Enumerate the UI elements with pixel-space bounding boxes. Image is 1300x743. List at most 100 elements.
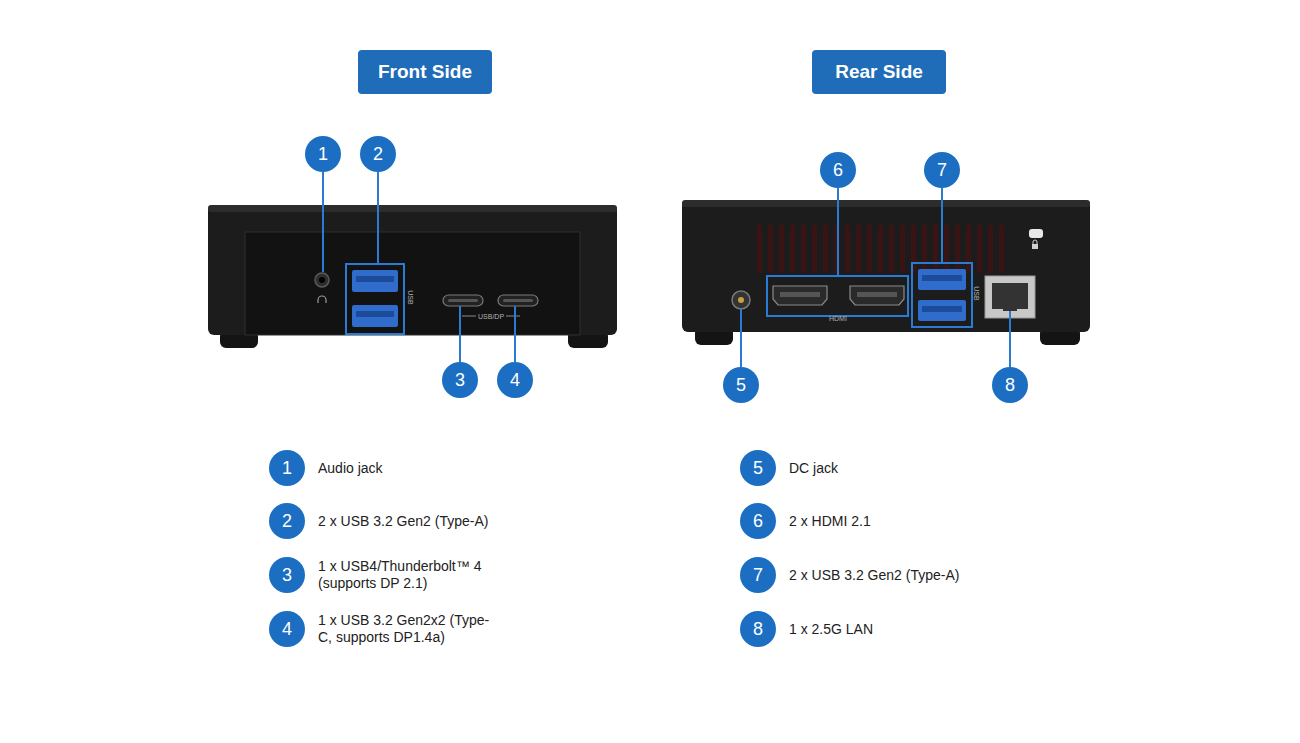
vent-slot bbox=[977, 225, 982, 273]
header-text: Front Side bbox=[378, 61, 472, 83]
callout-number: 7 bbox=[753, 565, 763, 586]
description-row: 2 x HDMI 2.1 bbox=[789, 501, 969, 541]
device-body bbox=[208, 205, 617, 335]
callout-circle: 7 bbox=[924, 152, 960, 188]
dc-jack bbox=[732, 291, 750, 309]
circle-fill bbox=[269, 557, 305, 593]
port-description: 1 x USB4/Thunderbolt™ 4 (supports DP 2.1… bbox=[318, 558, 498, 592]
callout-circle: 1 bbox=[269, 450, 305, 486]
circle-fill bbox=[924, 152, 960, 188]
lock-slot bbox=[1029, 229, 1043, 238]
description-row: Audio jack bbox=[318, 448, 498, 488]
callout-number: 5 bbox=[753, 458, 763, 479]
port-marking-box: USB bbox=[407, 290, 414, 304]
callout-number: 8 bbox=[1005, 375, 1015, 396]
vent-slot bbox=[768, 225, 773, 273]
vent-slot bbox=[801, 225, 806, 273]
device-body bbox=[682, 200, 1090, 332]
port-description: 1 x USB 3.2 Gen2x2 (Type-C, supports DP1… bbox=[318, 612, 498, 646]
leader-line bbox=[514, 306, 516, 362]
callout-circle: 7 bbox=[740, 557, 776, 593]
leader-line bbox=[377, 172, 379, 264]
vent-slot bbox=[812, 225, 817, 273]
vent-slot bbox=[757, 225, 762, 273]
circle-fill bbox=[497, 362, 533, 398]
description-row: DC jack bbox=[789, 448, 969, 488]
vent-slots bbox=[757, 225, 1004, 273]
port-marking: HDMI bbox=[829, 315, 847, 322]
description-row: 1 x 2.5G LAN bbox=[789, 609, 969, 649]
rear-device bbox=[682, 188, 1090, 367]
callout-number: 2 bbox=[373, 144, 383, 165]
port-description: DC jack bbox=[789, 460, 838, 477]
circle-fill bbox=[269, 611, 305, 647]
callout-circle: 6 bbox=[740, 503, 776, 539]
callout-circle: 4 bbox=[269, 611, 305, 647]
callout-circle: 6 bbox=[820, 152, 856, 188]
vent-slot bbox=[922, 225, 927, 273]
usb-c-tongue bbox=[503, 299, 533, 302]
vent-slot bbox=[889, 225, 894, 273]
leader-line bbox=[322, 172, 324, 272]
vent-slot bbox=[878, 225, 883, 273]
callout-circle: 8 bbox=[992, 367, 1028, 403]
circle-fill bbox=[740, 503, 776, 539]
port-marking: USB bbox=[973, 286, 980, 300]
description-row: 1 x USB 3.2 Gen2x2 (Type-C, supports DP1… bbox=[318, 609, 498, 649]
usb-c-tongue bbox=[448, 299, 478, 302]
port-description: 1 x 2.5G LAN bbox=[789, 621, 873, 638]
callout-circle: 4 bbox=[497, 362, 533, 398]
headphone-icon bbox=[318, 296, 326, 303]
usb-a-tongue bbox=[922, 306, 962, 312]
usb-a-port bbox=[352, 270, 398, 292]
vent-slot bbox=[867, 225, 872, 273]
callout-number: 3 bbox=[282, 565, 292, 586]
leader-line bbox=[1009, 311, 1011, 367]
lock-icon bbox=[1033, 240, 1037, 244]
device-top-edge bbox=[682, 200, 1090, 207]
header-text: Rear Side bbox=[835, 61, 923, 83]
section-header: Front Side bbox=[358, 50, 492, 94]
callout-number: 1 bbox=[318, 144, 328, 165]
vent-slot bbox=[790, 225, 795, 273]
vent-slot bbox=[900, 225, 905, 273]
description-row: 2 x USB 3.2 Gen2 (Type-A) bbox=[789, 555, 969, 595]
hdmi-tongue bbox=[780, 292, 820, 297]
circle-fill bbox=[992, 367, 1028, 403]
audio-jack bbox=[315, 273, 329, 287]
vent-slot bbox=[988, 225, 993, 273]
circle-fill bbox=[442, 362, 478, 398]
hdmi-port bbox=[773, 286, 827, 305]
callout-number: 4 bbox=[510, 370, 520, 391]
port-description: 2 x HDMI 2.1 bbox=[789, 513, 871, 530]
section-header: Rear Side bbox=[812, 50, 946, 94]
leader-line bbox=[740, 309, 742, 367]
circle-fill bbox=[740, 450, 776, 486]
port-description: Audio jack bbox=[318, 460, 383, 477]
circle-fill bbox=[820, 152, 856, 188]
audio-jack-hole bbox=[319, 277, 325, 283]
highlight-box bbox=[346, 264, 404, 334]
marking-line bbox=[462, 316, 476, 317]
usb-a-port bbox=[918, 300, 966, 321]
callout-number: 3 bbox=[455, 370, 465, 391]
usb-a-tongue bbox=[356, 276, 394, 282]
vent-slot bbox=[966, 225, 971, 273]
highlight-box bbox=[767, 276, 908, 316]
port-marking: USB bbox=[407, 290, 414, 304]
port-marking-box: HDMI bbox=[829, 315, 847, 322]
leader-line bbox=[941, 188, 943, 263]
usb-a-tongue bbox=[922, 275, 962, 281]
callout-number: 2 bbox=[282, 511, 292, 532]
dc-jack-pin bbox=[738, 297, 744, 303]
port-marking-box: USB bbox=[973, 286, 980, 300]
vent-slot bbox=[845, 225, 850, 273]
callout-number: 1 bbox=[282, 458, 292, 479]
description-row: 2 x USB 3.2 Gen2 (Type-A) bbox=[318, 501, 498, 541]
vent-slot bbox=[955, 225, 960, 273]
vent-slot bbox=[823, 225, 828, 273]
circle-fill bbox=[740, 557, 776, 593]
lan-latch bbox=[1003, 305, 1017, 311]
